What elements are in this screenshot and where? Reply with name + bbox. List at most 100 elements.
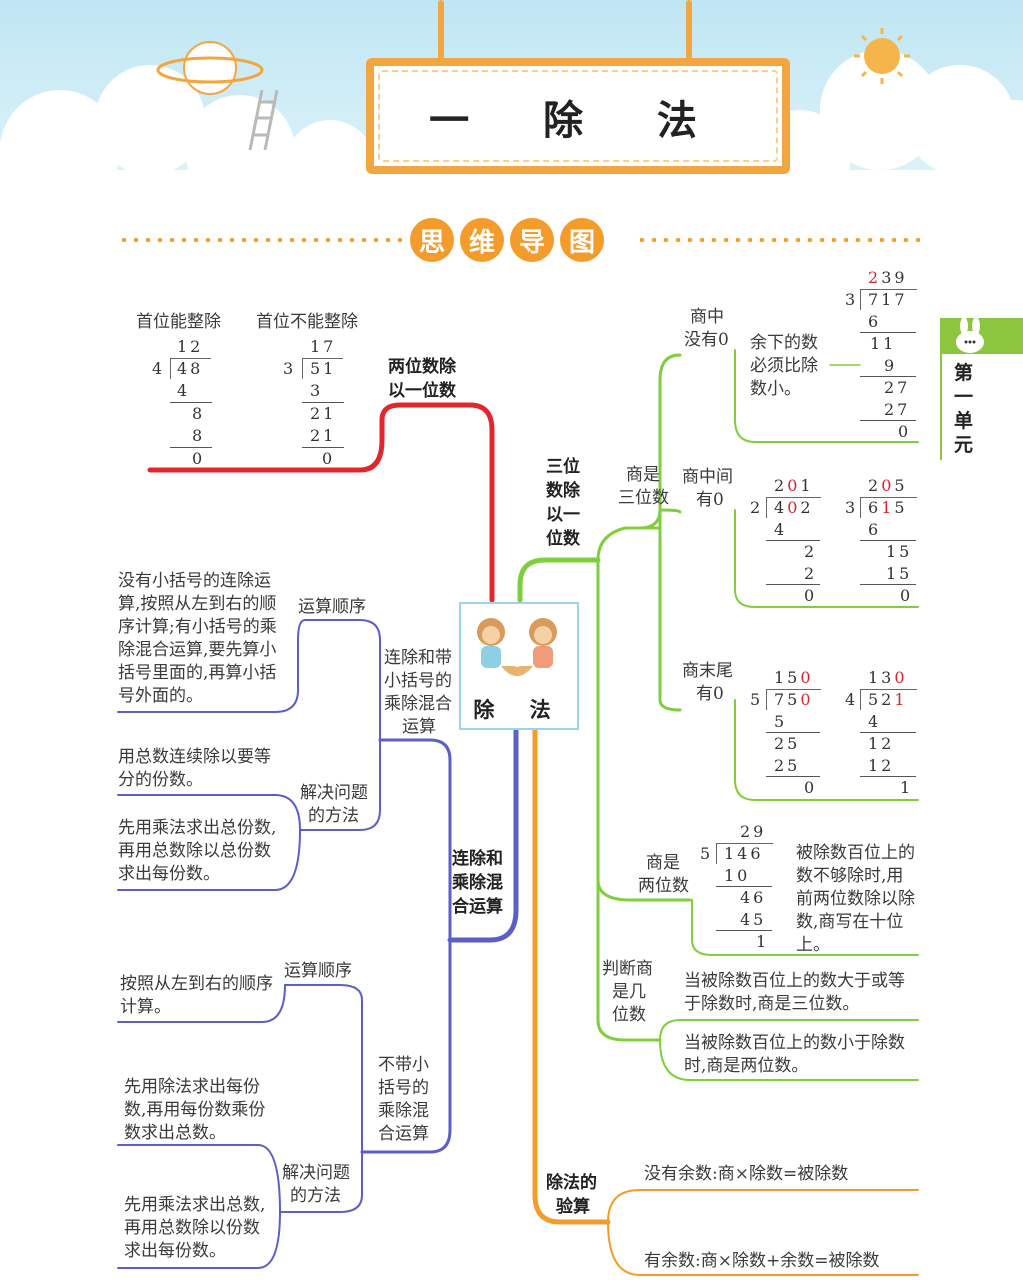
- side-tab-char: 元: [954, 434, 974, 456]
- ex-b-row: 0: [804, 586, 818, 605]
- col-head-divisible: 首位能整除: [136, 312, 221, 332]
- ex1-divisor: 4: [152, 359, 166, 378]
- ex-a-dividend: 717: [868, 290, 908, 309]
- ex-c-row: 6: [868, 520, 882, 539]
- ex2-line: [302, 402, 344, 403]
- ex-f-row: 46: [740, 888, 767, 907]
- purple-upper-order-text: 没有小括号的连除运算,按照从左到右的顺序计算;有小括号的乘除混合运算,要先算小括…: [118, 571, 277, 706]
- ex-a-quotient: 239: [868, 268, 908, 287]
- ex1-bracket: [170, 358, 211, 379]
- purple-main-title: 连除和: [452, 849, 503, 869]
- purple-upper-order-label: 运算顺序: [298, 597, 366, 617]
- ex-c-q3: 5: [894, 476, 908, 495]
- ex-d-row: 0: [804, 778, 818, 797]
- ex-d-row: 25: [774, 734, 801, 753]
- ex1-line: [170, 402, 212, 403]
- ex-c-d3: 5: [894, 498, 908, 517]
- dotted-divider-left: [118, 238, 402, 242]
- judge2-text: 当被除数百位上的数小于除数时,商是两位数。: [684, 1033, 905, 1076]
- ex1-row: 4: [177, 381, 191, 400]
- ex-c-q1: 2: [868, 476, 882, 495]
- ex-d-line: [766, 776, 820, 777]
- orange-branch-line: [532, 725, 611, 1225]
- ex-c-line: [860, 584, 916, 585]
- ex-c-d2: 1: [881, 498, 895, 517]
- ex-e-dividend: 521: [868, 690, 908, 709]
- ex-a-line: [860, 332, 916, 333]
- ex1-row: 8: [192, 404, 206, 423]
- unit-side-tab[interactable]: 第 一 单 元: [940, 317, 1023, 460]
- ex2-quotient: 17: [310, 337, 337, 356]
- ex-d-row: 5: [774, 712, 788, 731]
- sun-icon: [854, 28, 910, 84]
- ex-e-quotient: 130: [868, 668, 908, 687]
- zero-end-label: 有0: [696, 684, 724, 704]
- purple-lower-method2: 先用乘法求出总数,再用总数除以份数求出每份数。: [124, 1195, 266, 1261]
- ex-a-bracket: [860, 289, 917, 310]
- ex-b-d1: 4: [774, 498, 788, 517]
- ex-f-line: [716, 886, 772, 887]
- ex-e-row: 12: [868, 756, 895, 775]
- center-node[interactable]: 除 法: [459, 602, 579, 730]
- ex1-row: 8: [192, 426, 206, 445]
- right-rope: [686, 0, 692, 62]
- ex-c-quotient: 205: [868, 476, 908, 495]
- ex-f-line: [716, 930, 772, 931]
- monkeys-icon: [477, 618, 557, 676]
- ex-e-row: 12: [868, 734, 895, 753]
- ex-f-row: 1: [756, 932, 770, 951]
- section-title-char: 思: [410, 218, 454, 262]
- judge1-text: 当被除数百位上的数大于或等于除数时,商是三位数。: [684, 971, 905, 1014]
- green-branch-title: 数除: [546, 481, 580, 501]
- ex-c-row: 0: [900, 586, 914, 605]
- side-tab-char: 单: [954, 410, 974, 432]
- ex-e-line: [860, 732, 916, 733]
- purple-lower-order-label: 运算顺序: [284, 961, 352, 981]
- ex-d-q1: 15: [774, 668, 801, 687]
- two-digit-label: 商是: [646, 853, 680, 873]
- purple-main-title: 合运算: [452, 897, 503, 917]
- green-branch-line: [517, 557, 601, 603]
- planet-icon: [156, 41, 264, 95]
- ex-b-divisor: 2: [750, 498, 764, 517]
- purple-lower-title: 括号的: [378, 1078, 429, 1098]
- three-digit-label: 三位数: [618, 488, 669, 508]
- purple-upper-method1: 用总数连续除以要等分的份数。: [118, 747, 271, 790]
- ex-f-divisor: 5: [700, 844, 714, 863]
- section-title-char: 维: [460, 218, 504, 262]
- ex-f-bracket: [716, 843, 773, 864]
- judge-label: 判断商: [602, 959, 653, 979]
- ex-b-q3: 1: [800, 476, 814, 495]
- ex-a-row: 0: [898, 422, 912, 441]
- ex-a-line: [860, 376, 916, 377]
- red-branch-title: 以一位数: [388, 381, 456, 401]
- purple-upper-title: 小括号的: [384, 671, 452, 691]
- ex-c-row: 15: [886, 564, 913, 583]
- ladder-icon: [248, 89, 279, 151]
- ex-e-row: 1: [900, 778, 914, 797]
- check-no-remainder: 没有余数:商×除数=被除数: [644, 1164, 849, 1184]
- zero-mid-label: 没有0: [684, 330, 729, 350]
- purple-upper-method-label: 的方法: [308, 806, 359, 826]
- ex-e-divisor: 4: [845, 690, 859, 709]
- col-head-not-divisible: 首位不能整除: [256, 312, 358, 332]
- ex2-divisor: 3: [283, 359, 297, 378]
- ex2-line: [302, 447, 344, 448]
- zero-between-label: 商中间: [682, 467, 733, 487]
- ex-e-d2: 1: [894, 690, 908, 709]
- green-branch-title: 三位: [546, 457, 580, 477]
- zero-end-label: 商末尾: [682, 661, 733, 681]
- ex-d-quotient: 150: [774, 668, 814, 687]
- zero-between-label: 有0: [696, 490, 724, 510]
- ex-a-row: 27: [884, 400, 911, 419]
- purple-lower-method1: 先用除法求出每份数,再用每份数乘份数求出总数。: [124, 1077, 266, 1143]
- orange-branch-title: 验算: [556, 1197, 590, 1217]
- title-board: 一 除 法: [366, 58, 790, 174]
- ex-d-d1: 75: [774, 690, 801, 709]
- ex-d-dividend: 750: [774, 690, 814, 709]
- purple-upper-title: 运算: [402, 717, 436, 737]
- ex-c-d1: 6: [868, 498, 882, 517]
- two-digit-label: 两位数: [638, 876, 689, 896]
- two-digit-note: 被除数百位上的数不够除时,用前两位数除以除数,商写在十位上。: [796, 843, 915, 955]
- ex-a-quotient-rest: 39: [881, 268, 908, 287]
